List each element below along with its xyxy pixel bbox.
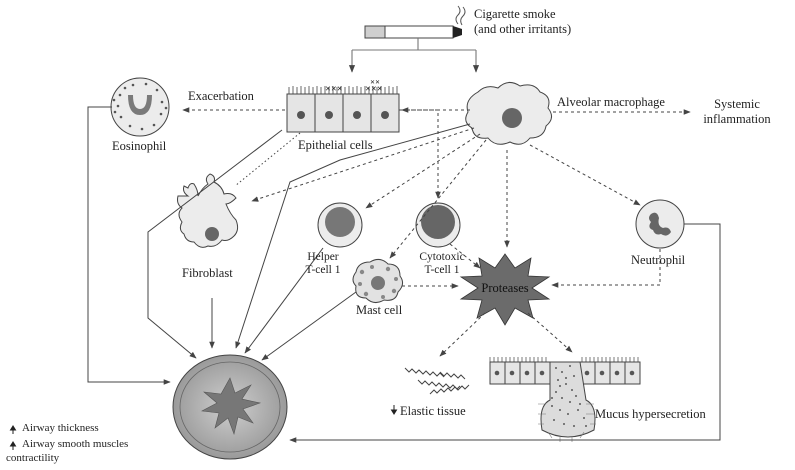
svg-text:✕✕✕: ✕✕✕ [325,85,343,93]
airway-cross-section [172,354,288,460]
neutrophil-cell [635,199,685,249]
helper-t-cell [317,202,363,248]
elastic-tissue-fibers [404,367,470,395]
legend-smooth-muscle-line1: Airway smooth muscles [22,438,129,450]
svg-text:✕✕: ✕✕ [370,79,380,86]
legend-smooth-muscle-line2: contractility [6,452,60,464]
exacerbation-label: Exacerbation [188,89,254,103]
mast-cell [352,258,404,304]
cytotoxic-t-cell [415,202,461,248]
smoke-label-line2: (and other irritants) [474,22,572,36]
svg-text:✕✕✕: ✕✕✕ [365,85,383,93]
elastic-tissue-label: Elastic tissue [400,404,466,418]
pathway-arrows [87,106,721,443]
alveolar-macrophage-label: Alveolar macrophage [557,95,665,109]
fibroblast-label: Fibroblast [182,266,233,280]
eosinophil-label: Eosinophil [112,139,167,153]
smoke-label-line1: Cigarette smoke [474,7,556,21]
mucus-hypersecretion-label: Mucus hypersecretion [595,407,706,421]
epithelial-cells-shape: ✕✕✕ ✕✕✕ ✕✕ [286,79,400,133]
systemic-inflammation-label-line1: Systemic [714,97,760,111]
neutrophil-label: Neutrophil [631,253,686,267]
fibroblast-cell [177,173,239,248]
cigarette-icon [364,5,466,39]
smoke-branch-arrows [348,38,480,73]
helper-t-cell-label-line2: T-cell 1 [305,264,341,276]
proteases-star-shape [459,253,551,326]
helper-t-cell-label-line1: Helper [307,251,339,263]
cytotoxic-t-cell-label-line2: T-cell 1 [424,264,460,276]
epithelial-cells-label: Epithelial cells [298,138,373,152]
cytotoxic-t-cell-label-line1: Cytotoxic [419,251,465,263]
mast-cell-label: Mast cell [356,303,403,317]
legend-arrow-icons [9,405,398,450]
proteases-label: Proteases [481,281,529,295]
legend-airway-thickness: Airway thickness [22,422,99,434]
mucus-gland-illustration [489,357,641,442]
systemic-inflammation-label-line2: inflammation [703,112,771,126]
alveolar-macrophage-cell [465,82,552,145]
eosinophil-cell [110,77,170,137]
